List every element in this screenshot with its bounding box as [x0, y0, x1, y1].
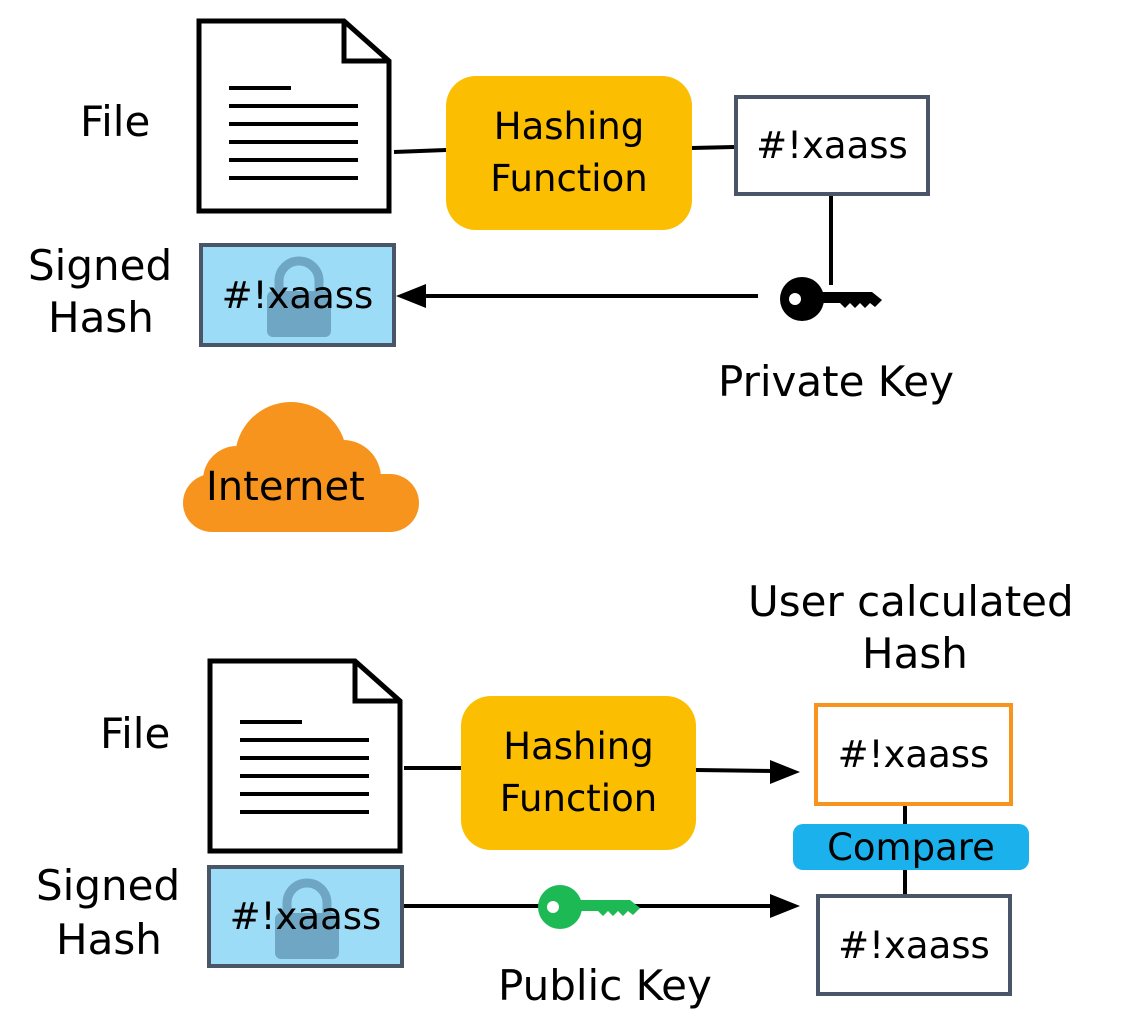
lock-icon	[267, 256, 331, 337]
compare-label: Compare	[827, 825, 995, 869]
signed-hash-label-2-line-1: Signed	[36, 861, 181, 910]
hashing-function-2-line-2: Function	[499, 777, 658, 820]
decrypted-hash-text: #!xaass	[838, 923, 990, 967]
public-key-icon	[538, 885, 640, 929]
user-calculated-hash-box: #!xaass	[814, 703, 1013, 806]
hashing-function-line-2: Function	[490, 157, 648, 200]
hashfn-to-user-hash-arrowhead	[770, 760, 800, 784]
private-key-icon	[780, 277, 882, 321]
hashfn-to-user-hash-arrow	[695, 768, 777, 773]
hashing-function-box-2: Hashing Function	[461, 696, 696, 850]
hash-value-text: #!xaass	[756, 124, 908, 167]
lock-icon-2	[275, 878, 339, 959]
signed-to-decrypted-arrowhead	[770, 894, 800, 918]
signed-hash-text: #!xaass	[221, 273, 374, 317]
compare-badge: Compare	[793, 824, 1029, 870]
file-label-2: File	[100, 709, 171, 758]
signed-hash-box-2: #!xaass	[207, 865, 404, 968]
signed-hash-text-2: #!xaass	[229, 895, 382, 938]
signed-hash-label-line-2: Hash	[48, 293, 154, 342]
user-calculated-hash-label-line-2: Hash	[862, 629, 968, 678]
file-document-icon-2	[207, 658, 403, 854]
file-to-hashfn-line	[393, 148, 447, 154]
hash-value-box: #!xaass	[734, 95, 930, 196]
user-calculated-hash-label-line-1: User calculated	[748, 577, 1074, 626]
hashfn-to-hash-line	[691, 145, 735, 150]
hashing-function-2-line-1: Hashing	[503, 725, 654, 769]
hashing-function-box: Hashing Function	[446, 76, 692, 230]
signed-hash-box: #!xaass	[199, 243, 396, 347]
user-calculated-hash-text: #!xaass	[837, 733, 990, 776]
public-key-label: Public Key	[498, 961, 712, 1010]
decrypted-hash-box: #!xaass	[816, 894, 1012, 996]
private-key-label: Private Key	[718, 357, 954, 406]
internet-label: Internet	[206, 464, 365, 510]
file-label: File	[80, 97, 151, 146]
key-to-signed-arrowhead	[396, 284, 426, 308]
file-document-icon	[196, 18, 392, 214]
signed-hash-label-2-line-2: Hash	[56, 915, 162, 964]
cloud-icon	[183, 402, 419, 532]
hashing-function-line-1: Hashing	[493, 105, 645, 149]
signed-hash-label-line-1: Signed	[28, 241, 173, 290]
